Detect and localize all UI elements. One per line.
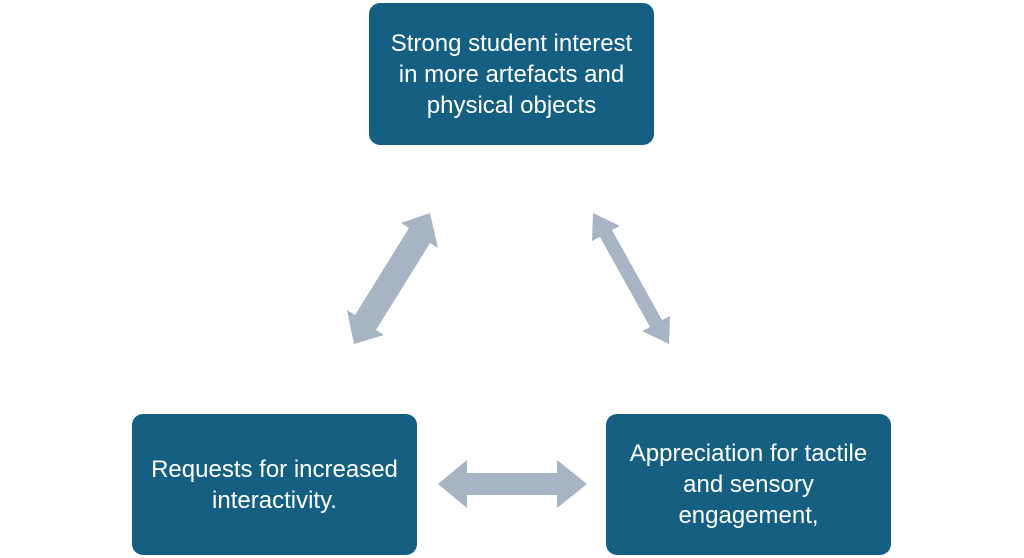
node-tactile-appreciation: Appreciation for tactile and sensory eng… <box>606 414 891 555</box>
double-arrow-top-right <box>592 213 670 344</box>
node-student-interest: Strong student interest in more artefact… <box>369 3 654 145</box>
double-arrow-top-left <box>347 213 438 344</box>
double-arrow-bottom <box>438 460 587 508</box>
node-interactivity-requests: Requests for increased interactivity. <box>132 414 417 555</box>
